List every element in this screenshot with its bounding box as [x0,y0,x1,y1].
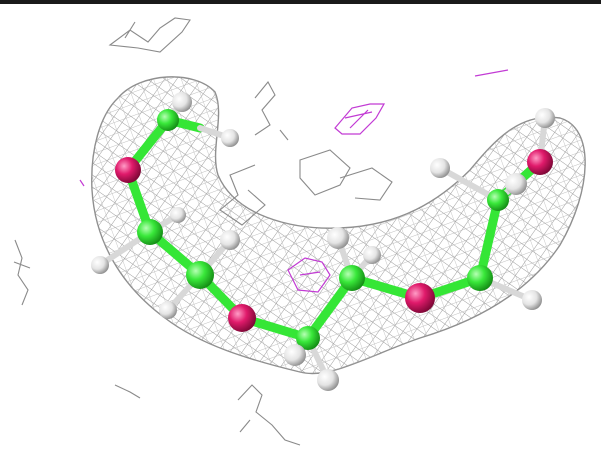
oxygen-atoms [115,149,553,332]
top-border [0,0,601,4]
mesh-fragments [13,17,393,446]
difference-density [79,69,509,293]
carbon-atoms [137,109,509,350]
hydrogen-atoms [91,92,555,391]
